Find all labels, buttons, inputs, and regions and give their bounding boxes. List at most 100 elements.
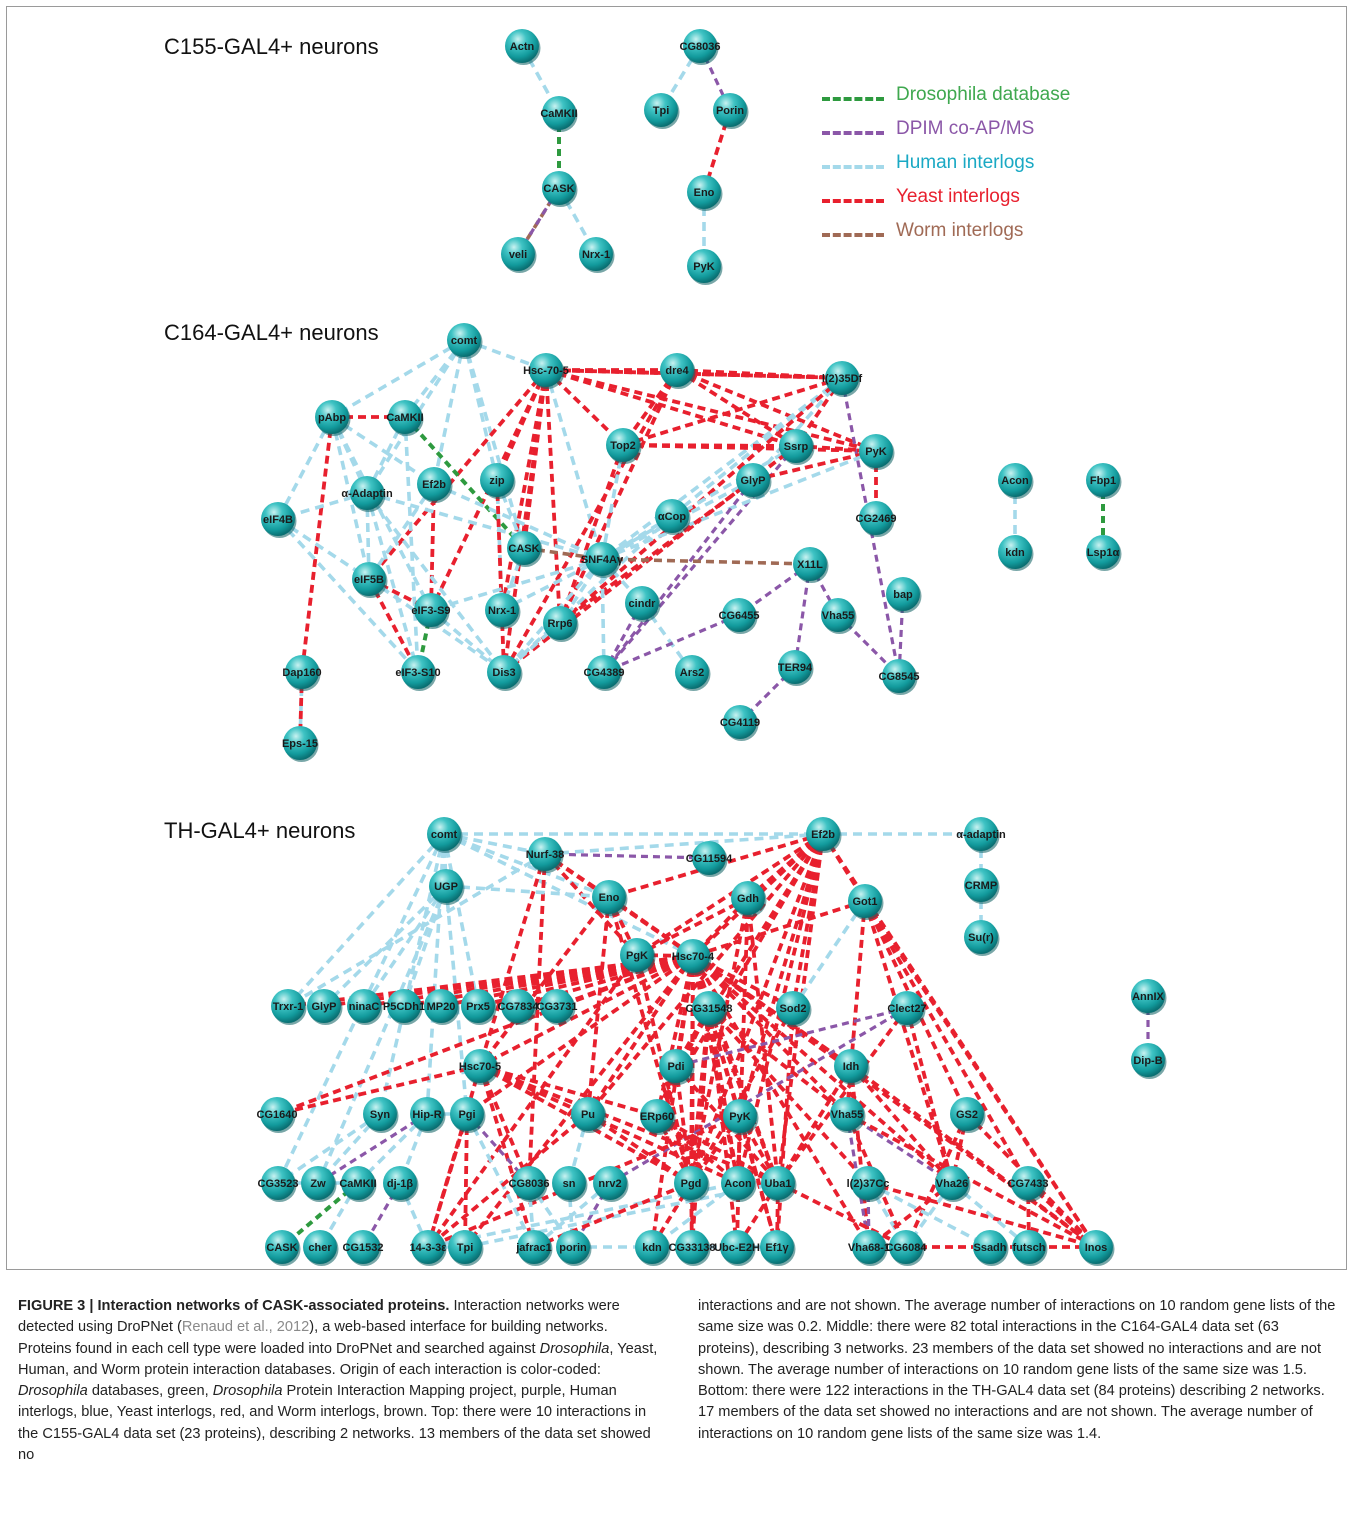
node-ugp[interactable]: UGP xyxy=(429,869,465,905)
node-cg8036[interactable]: CG8036 xyxy=(509,1166,550,1202)
node-zw[interactable]: Zw xyxy=(301,1166,337,1202)
node-veli[interactable]: veli xyxy=(501,237,537,273)
node-annix[interactable]: AnnIX xyxy=(1131,979,1167,1015)
node-mp20[interactable]: MP20 xyxy=(424,989,460,1025)
node-ssrp[interactable]: Ssrp xyxy=(779,429,815,465)
node-got1[interactable]: Got1 xyxy=(848,884,884,920)
node-eps-15[interactable]: Eps-15 xyxy=(282,726,319,762)
node-cg7433[interactable]: CG7433 xyxy=(1008,1166,1049,1202)
node-inos[interactable]: Inos xyxy=(1079,1230,1115,1266)
node-tpi[interactable]: Tpi xyxy=(448,1230,484,1266)
node-dis3[interactable]: Dis3 xyxy=(487,655,523,691)
node-cg7834[interactable]: CG7834 xyxy=(498,989,540,1025)
node-ubc-e2h[interactable]: Ubc-E2H xyxy=(714,1230,760,1266)
node-trxr-1[interactable]: Trxr-1 xyxy=(271,989,307,1025)
node-pyk[interactable]: PyK xyxy=(859,434,895,470)
node-crmp[interactable]: CRMP xyxy=(964,868,1000,904)
node-cask[interactable]: CASK xyxy=(542,171,578,207)
node-eif3-s9[interactable]: eIF3-S9 xyxy=(411,593,451,629)
node-ssadh[interactable]: Ssadh xyxy=(973,1230,1009,1266)
node-camkii[interactable]: CaMKII xyxy=(386,400,424,436)
node-syn[interactable]: Syn xyxy=(363,1097,399,1133)
node-lsp1[interactable]: Lsp1α xyxy=(1086,535,1122,571)
node-adaptin[interactable]: α-Adaptin xyxy=(341,476,393,512)
node-cg8545[interactable]: CG8545 xyxy=(879,659,920,695)
node-fbp1[interactable]: Fbp1 xyxy=(1086,463,1122,499)
node-actn[interactable]: Actn xyxy=(505,29,541,65)
node-eno[interactable]: Eno xyxy=(687,175,723,211)
node-sod2[interactable]: Sod2 xyxy=(776,991,812,1027)
node-ef1[interactable]: Ef1γ xyxy=(760,1230,796,1266)
node-cg33138[interactable]: CG33138 xyxy=(668,1230,716,1266)
node-comt[interactable]: comt xyxy=(427,817,463,853)
node-pgk[interactable]: PgK xyxy=(620,938,656,974)
node-camkii[interactable]: CaMKII xyxy=(540,96,578,132)
node-eno[interactable]: Eno xyxy=(592,880,628,916)
node-bap[interactable]: bap xyxy=(886,577,922,613)
node-vha26[interactable]: Vha26 xyxy=(935,1166,971,1202)
node-hsc70-5[interactable]: Hsc70-5 xyxy=(459,1049,501,1085)
node-idh[interactable]: Idh xyxy=(834,1049,870,1085)
node-cg3731[interactable]: CG3731 xyxy=(537,989,578,1025)
node-acon[interactable]: Acon xyxy=(721,1166,757,1202)
node-pgd[interactable]: Pgd xyxy=(674,1166,710,1202)
node-cask[interactable]: CASK xyxy=(507,531,543,567)
node-nrv2[interactable]: nrv2 xyxy=(593,1166,629,1202)
node-cop[interactable]: αCop xyxy=(655,499,691,535)
node-l-2-37cc[interactable]: l(2)37Cc xyxy=(847,1166,890,1202)
node-pyk[interactable]: PyK xyxy=(723,1099,759,1135)
node-kdn[interactable]: kdn xyxy=(998,535,1034,571)
node-hip-r[interactable]: Hip-R xyxy=(410,1097,446,1133)
node-clect27[interactable]: Clect27 xyxy=(887,991,927,1027)
node-cg31548[interactable]: CG31548 xyxy=(685,991,733,1027)
node-14-3-3[interactable]: 14-3-3ε xyxy=(409,1230,447,1266)
node-ter94[interactable]: TER94 xyxy=(778,650,814,686)
node-sn[interactable]: sn xyxy=(552,1166,588,1202)
node-acon[interactable]: Acon xyxy=(998,463,1034,499)
node-dj-1[interactable]: dj-1β xyxy=(383,1166,419,1202)
node-x11l[interactable]: X11L xyxy=(793,547,829,583)
citation-link[interactable]: Renaud et al., 2012 xyxy=(181,1319,310,1336)
node-cg4119[interactable]: CG4119 xyxy=(720,705,760,741)
node-cg1640[interactable]: CG1640 xyxy=(257,1097,298,1133)
node-cg3523[interactable]: CG3523 xyxy=(258,1166,299,1202)
node-dip-b[interactable]: Dip-B xyxy=(1131,1043,1167,1079)
node-snf4a[interactable]: SNF4Aγ xyxy=(581,542,624,578)
node-cg8036[interactable]: CG8036 xyxy=(680,29,721,65)
node-su-r[interactable]: Su(r) xyxy=(964,920,1000,956)
node-futsch[interactable]: futsch xyxy=(1012,1230,1048,1266)
node-cg6084[interactable]: CG6084 xyxy=(886,1230,928,1266)
node-camkii[interactable]: CaMKII xyxy=(339,1166,377,1202)
node-cg6455[interactable]: CG6455 xyxy=(719,598,760,634)
node-ars2[interactable]: Ars2 xyxy=(675,655,711,691)
node-cg2469[interactable]: CG2469 xyxy=(856,501,897,537)
node-porin[interactable]: porin xyxy=(556,1230,592,1266)
node-eif3-s10[interactable]: eIF3-S10 xyxy=(395,655,441,691)
node-pdi[interactable]: Pdi xyxy=(659,1049,695,1085)
node-uba1[interactable]: Uba1 xyxy=(761,1166,797,1202)
node-gs2[interactable]: GS2 xyxy=(950,1097,986,1133)
node-glyp[interactable]: GlyP xyxy=(307,989,343,1025)
node-eif5b[interactable]: eIF5B xyxy=(352,562,388,598)
node-hsc70-4[interactable]: Hsc70-4 xyxy=(672,939,715,975)
node-dap160[interactable]: Dap160 xyxy=(282,655,322,691)
node-cher[interactable]: cher xyxy=(303,1230,339,1266)
node-ninac[interactable]: ninaC xyxy=(347,989,383,1025)
node-cg1532[interactable]: CG1532 xyxy=(343,1230,384,1266)
node-erp60[interactable]: ERp60 xyxy=(640,1099,676,1135)
node-eif4b[interactable]: eIF4B xyxy=(261,502,297,538)
node-nrx-1[interactable]: Nrx-1 xyxy=(485,593,521,629)
node-porin[interactable]: Porin xyxy=(713,93,749,129)
node-ef2b[interactable]: Ef2b xyxy=(806,817,842,853)
node-ef2b[interactable]: Ef2b xyxy=(417,467,453,503)
node-dre4[interactable]: dre4 xyxy=(660,353,696,389)
node-glyp[interactable]: GlyP xyxy=(736,463,772,499)
node-cindr[interactable]: cindr xyxy=(625,586,661,622)
node-adaptin[interactable]: α-adaptin xyxy=(956,817,1006,853)
node-kdn[interactable]: kdn xyxy=(635,1230,671,1266)
node-hsc-70-5[interactable]: Hsc-70-5 xyxy=(523,353,569,389)
node-jafrac1[interactable]: jafrac1 xyxy=(515,1230,553,1266)
node-pgi[interactable]: Pgi xyxy=(450,1097,486,1133)
node-rrp6[interactable]: Rrp6 xyxy=(543,606,579,642)
node-top2[interactable]: Top2 xyxy=(606,428,642,464)
